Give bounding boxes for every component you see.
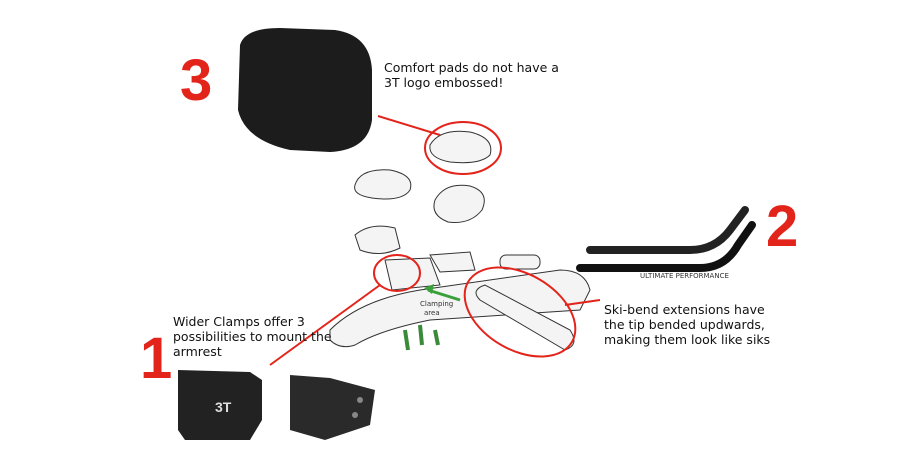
callout-text-3: Comfort pads do not have a 3T logo embos… [384,60,559,90]
clamp-logo: 3T [215,399,232,415]
exploded-drawing [329,130,591,351]
extensions-photo: ULTIMATE PERFORMANCE [576,206,756,280]
comfort-pad-photo [238,28,372,152]
callout-number-3: 3 [180,48,213,113]
clamps-photo: 3T [178,370,375,440]
callout-text-2: Ski-bend extensions have the tip bended … [604,302,771,347]
extension-print: ULTIMATE PERFORMANCE [640,272,729,280]
clamping-arrow-icon [427,288,461,302]
highlights [269,115,601,366]
callout-number-2: 2 [766,194,799,259]
callout-text-1: Wider Clamps offer 3 possibilities to mo… [173,314,332,359]
callout-number-1: 1 [140,326,173,391]
